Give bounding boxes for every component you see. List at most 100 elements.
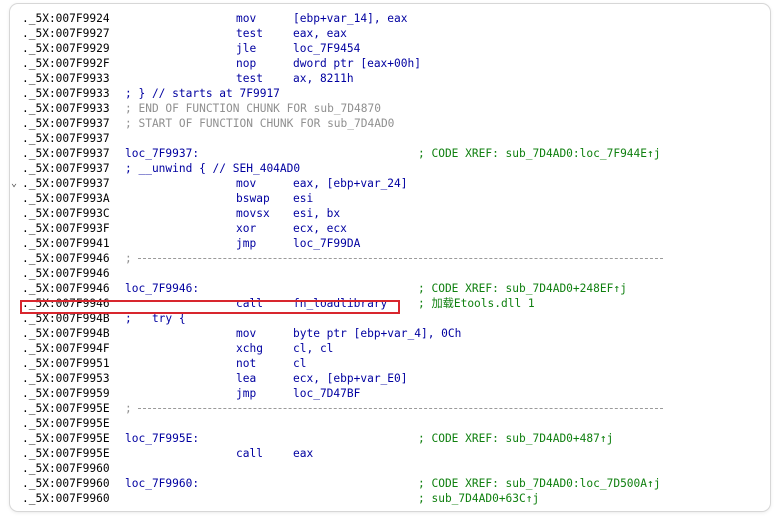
code-line[interactable]: ._5X:007F9946 — [10, 266, 770, 281]
address: ._5X:007F9959 — [22, 387, 110, 400]
mnemonic: mov — [236, 177, 257, 190]
code-line[interactable]: ⌄ ._5X:007F9937 mov eax, [ebp+var_24] — [10, 176, 770, 191]
operand: eax, eax — [293, 27, 347, 40]
code-line[interactable]: ._5X:007F995E; — [10, 401, 770, 416]
code-label: loc_7F9937: — [125, 147, 200, 160]
operand: dword ptr [eax+00h] — [293, 57, 421, 70]
address: ._5X:007F9937 — [22, 147, 110, 160]
code-line[interactable]: ._5X:007F995E call eax — [10, 446, 770, 461]
address: ._5X:007F993A — [22, 192, 110, 205]
code-label: loc_7F995E: — [125, 432, 200, 445]
address: ._5X:007F9946 — [22, 267, 110, 280]
mnemonic: lea — [236, 372, 257, 385]
operand: loc_7D47BF — [293, 387, 361, 400]
mnemonic: call — [236, 447, 263, 460]
code-line[interactable]: ._5X:007F9937 — [10, 131, 770, 146]
operand: eax, [ebp+var_24] — [293, 177, 408, 190]
separator-line — [138, 258, 663, 259]
address: ._5X:007F995E — [22, 432, 110, 445]
fold-chevron-icon[interactable]: ⌄ — [11, 178, 18, 189]
operand: ecx, ecx — [293, 222, 347, 235]
code-line[interactable]: ._5X:007F993C movsx esi, bx — [10, 206, 770, 221]
comment-xref: ; CODE XREF: sub_7D4AD0+487↑j — [418, 432, 614, 445]
operand: ax, 8211h — [293, 72, 354, 85]
address: ._5X:007F9933 — [22, 72, 110, 85]
code-line[interactable]: ._5X:007F9953 lea ecx, [ebp+var_E0] — [10, 371, 770, 386]
operand: loc_7F9454 — [293, 42, 361, 55]
address: ._5X:007F9941 — [22, 237, 110, 250]
comment-text: ; END OF FUNCTION CHUNK FOR sub_7D4870 — [125, 102, 381, 115]
comment-xref: ; CODE XREF: sub_7D4AD0:loc_7D500A↑j — [418, 477, 661, 490]
mnemonic: not — [236, 357, 257, 370]
code-line[interactable]: ._5X:007F993F xor ecx, ecx — [10, 221, 770, 236]
mnemonic: test — [236, 72, 263, 85]
mnemonic: mov — [236, 12, 257, 25]
operand: cl, cl — [293, 342, 334, 355]
address: ._5X:007F993F — [22, 222, 110, 235]
code-line[interactable]: ._5X:007F9924 mov [ebp+var_14], eax — [10, 11, 770, 26]
mnemonic: movsx — [236, 207, 270, 220]
code-line[interactable]: ._5X:007F9933; } // starts at 7F9917 — [10, 86, 770, 101]
code-line[interactable]: ._5X:007F9946; — [10, 251, 770, 266]
code-line[interactable]: ._5X:007F9937 loc_7F9937: ; CODE XREF: sub… — [10, 146, 770, 161]
address: ._5X:007F9937 — [22, 162, 110, 175]
address: ._5X:007F9946 — [22, 252, 110, 265]
address: ._5X:007F994B — [22, 327, 110, 340]
code-line[interactable]: ._5X:007F9937 ; __unwind { // SEH_404AD0 — [10, 161, 770, 176]
code-label: loc_7F9960: — [125, 477, 200, 490]
comment-xref: ; sub_7D4AD0+63C↑j — [418, 492, 540, 505]
address: ._5X:007F9953 — [22, 372, 110, 385]
code-line[interactable]: ._5X:007F994F xchg cl, cl — [10, 341, 770, 356]
address: ._5X:007F9924 — [22, 12, 110, 25]
code-line[interactable]: ._5X:007F9937 ; START OF FUNCTION CHUNK F… — [10, 116, 770, 131]
operand: byte ptr [ebp+var_4], 0Ch — [293, 327, 462, 340]
code-line[interactable]: ._5X:007F9960 — [10, 461, 770, 476]
separator-semicolon: ; — [125, 402, 132, 415]
code-line[interactable]: ._5X:007F9933 test ax, 8211h — [10, 71, 770, 86]
code-line[interactable]: ._5X:007F994B; try { — [10, 311, 770, 326]
mnemonic: xchg — [236, 342, 263, 355]
mnemonic: xor — [236, 222, 257, 235]
operand: loc_7F99DA — [293, 237, 361, 250]
address: ._5X:007F9929 — [22, 42, 110, 55]
address: ._5X:007F9960 — [22, 492, 110, 505]
address: ._5X:007F995E — [22, 447, 110, 460]
address: ._5X:007F994F — [22, 342, 110, 355]
code-line[interactable]: ._5X:007F9960 ; sub_7D4AD0+63C↑j — [10, 491, 770, 506]
code-line[interactable]: ._5X:007F9941 jmp loc_7F99DA — [10, 236, 770, 251]
operand: eax — [293, 447, 314, 460]
address: ._5X:007F992F — [22, 57, 110, 70]
code-line[interactable]: ._5X:007F995E — [10, 416, 770, 431]
operand: esi, bx — [293, 207, 341, 220]
comment-xref: ; CODE XREF: sub_7D4AD0:loc_7F944E↑j — [418, 147, 661, 160]
code-line[interactable]: ._5X:007F995E loc_7F995E: ; CODE XREF: sub… — [10, 431, 770, 446]
address: ._5X:007F993C — [22, 207, 110, 220]
mnemonic: jmp — [236, 237, 257, 250]
address: ._5X:007F9937 — [22, 177, 110, 190]
code-comment: ; __unwind { // SEH_404AD0 — [125, 162, 301, 175]
operand: esi — [293, 192, 314, 205]
code-line[interactable]: ._5X:007F9933 ; END OF FUNCTION CHUNK FOR… — [10, 101, 770, 116]
address: ._5X:007F9937 — [22, 132, 110, 145]
address: ._5X:007F9937 — [22, 117, 110, 130]
separator-semicolon: ; — [125, 252, 132, 265]
comment-text: ; START OF FUNCTION CHUNK FOR sub_7D4AD0 — [125, 117, 395, 130]
operand: ecx, [ebp+var_E0] — [293, 372, 408, 385]
address: ._5X:007F9933 — [22, 102, 110, 115]
operand: [ebp+var_14], eax — [293, 12, 408, 25]
operand: cl — [293, 357, 307, 370]
address: ._5X:007F9933 — [22, 87, 110, 100]
address: ._5X:007F995E — [22, 417, 110, 430]
code-label: loc_7F9946: — [125, 282, 200, 295]
address: ._5X:007F9927 — [22, 27, 110, 40]
